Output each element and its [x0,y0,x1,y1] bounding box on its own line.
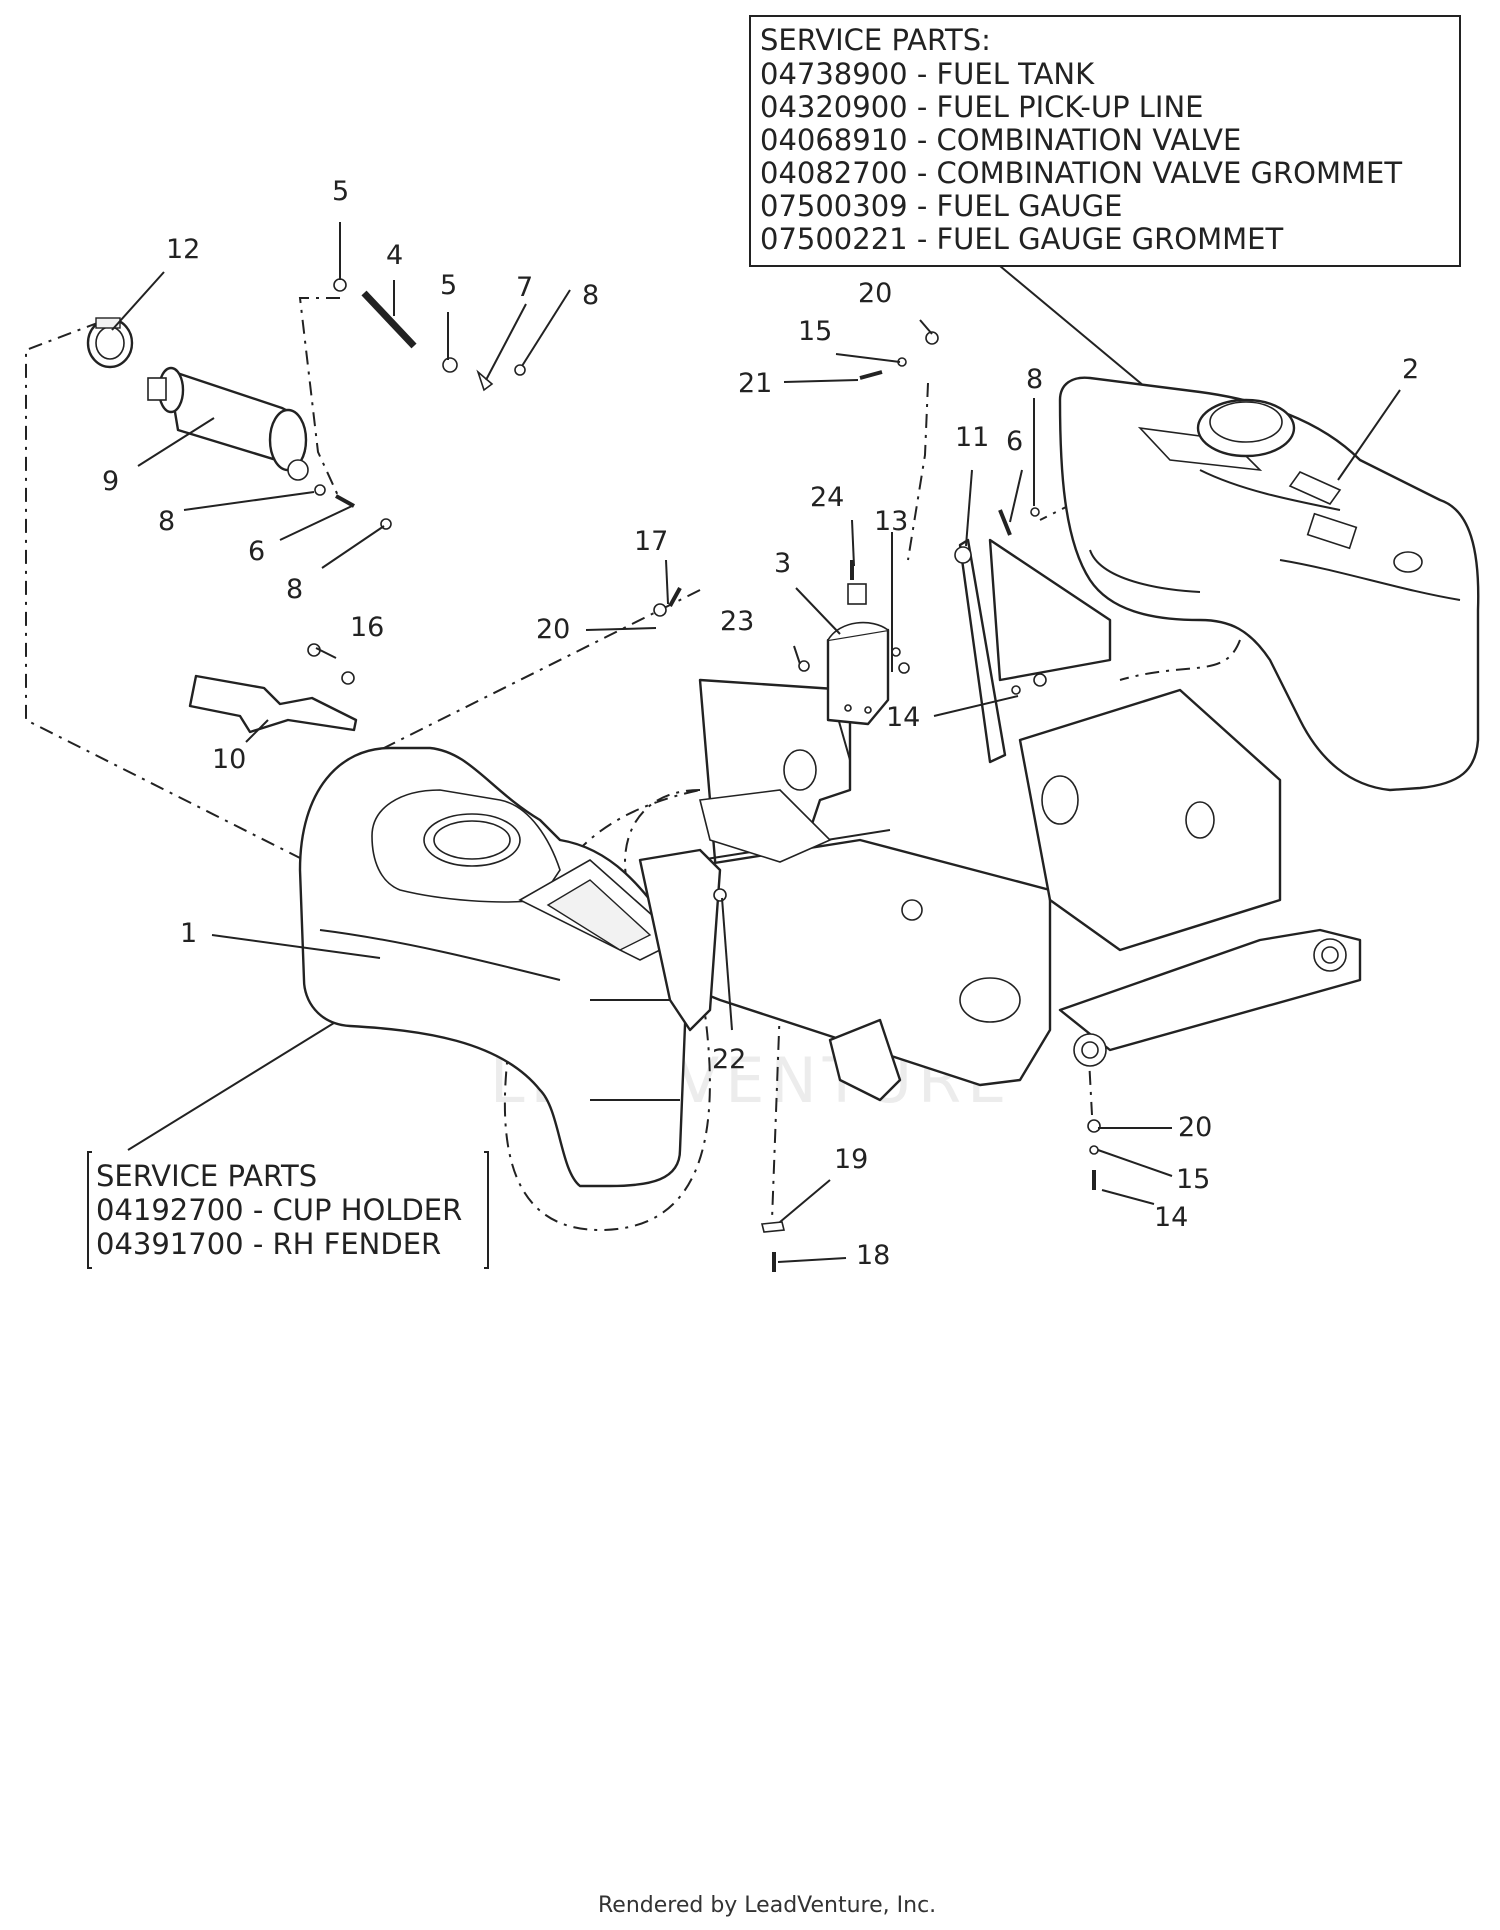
callout-6b: 6 [248,536,265,567]
fuel-tank-part [1058,376,1480,792]
callout-7: 7 [516,272,533,303]
callout-14b: 14 [1154,1202,1188,1233]
callout-21: 21 [738,368,772,399]
service-box-top-heading: SERVICE PARTS: [760,23,991,57]
callout-5a: 5 [332,176,349,207]
callout-15b: 15 [1176,1164,1210,1195]
service-line: 04082700 - COMBINATION VALVE GROMMET [760,156,1402,190]
frame-assembly-part [638,538,1362,1102]
callout-4: 4 [386,240,403,271]
callout-8d: 8 [286,574,303,605]
callout-24: 24 [810,482,844,513]
service-box-bottom-heading: SERVICE PARTS [96,1159,317,1193]
callout-11: 11 [955,422,989,453]
rh-fender-part [298,746,688,1188]
callout-10: 10 [212,744,246,775]
callout-9: 9 [102,466,119,497]
service-box-bottom-bracket-left [87,1151,92,1269]
hose-clamp-part [86,317,134,369]
service-box-top-leader [999,265,1169,407]
service-line: 07500309 - FUEL GAUGE [760,189,1122,223]
small-hardware-top-left [307,278,526,685]
callout-8a: 8 [582,280,599,311]
service-line: 04068910 - COMBINATION VALVE [760,123,1241,157]
service-box-top-frame [749,15,1461,267]
service-line: 04320900 - FUEL PICK-UP LINE [760,90,1204,124]
bracket-plate-part [826,583,890,726]
service-line: 04391700 - RH FENDER [96,1227,441,1261]
callout-19: 19 [834,1144,868,1175]
callout-12: 12 [166,234,200,265]
callout-20b: 20 [858,278,892,309]
callout-2: 2 [1402,354,1419,385]
callout-20c: 20 [1178,1112,1212,1143]
fuel-canister-part [147,366,309,481]
footer-credit: Rendered by LeadVenture, Inc. [598,1893,936,1918]
callout-3: 3 [774,548,791,579]
callout-16: 16 [350,612,384,643]
service-box-bottom-leader [127,1009,356,1151]
callout-leaders [111,222,1401,1263]
callout-13: 13 [874,506,908,537]
service-line: 07500221 - FUEL GAUGE GROMMET [760,222,1283,256]
callout-5b: 5 [440,270,457,301]
callout-6a: 6 [1006,426,1023,457]
callout-22: 22 [712,1044,746,1075]
callout-23: 23 [720,606,754,637]
service-parts-box-top: SERVICE PARTS: 04738900 - FUEL TANK 0432… [749,15,1461,267]
callout-15a: 15 [798,316,832,347]
service-line: 04192700 - CUP HOLDER [96,1193,462,1227]
callout-numbers: 1 2 3 4 5 5 6 6 7 8 8 8 8 9 10 11 12 13 … [102,176,1419,1271]
callout-18: 18 [856,1240,890,1271]
service-line: 04738900 - FUEL TANK [760,57,1095,91]
callout-17: 17 [634,526,668,557]
callout-1: 1 [180,918,197,949]
bracket-part [188,674,358,734]
service-box-bottom-bracket-right [484,1151,489,1269]
callout-8b: 8 [1026,364,1043,395]
callout-8c: 8 [158,506,175,537]
service-parts-box-bottom: SERVICE PARTS 04192700 - CUP HOLDER 0439… [87,1151,489,1269]
callout-14a: 14 [886,702,920,733]
callout-20a: 20 [536,614,570,645]
